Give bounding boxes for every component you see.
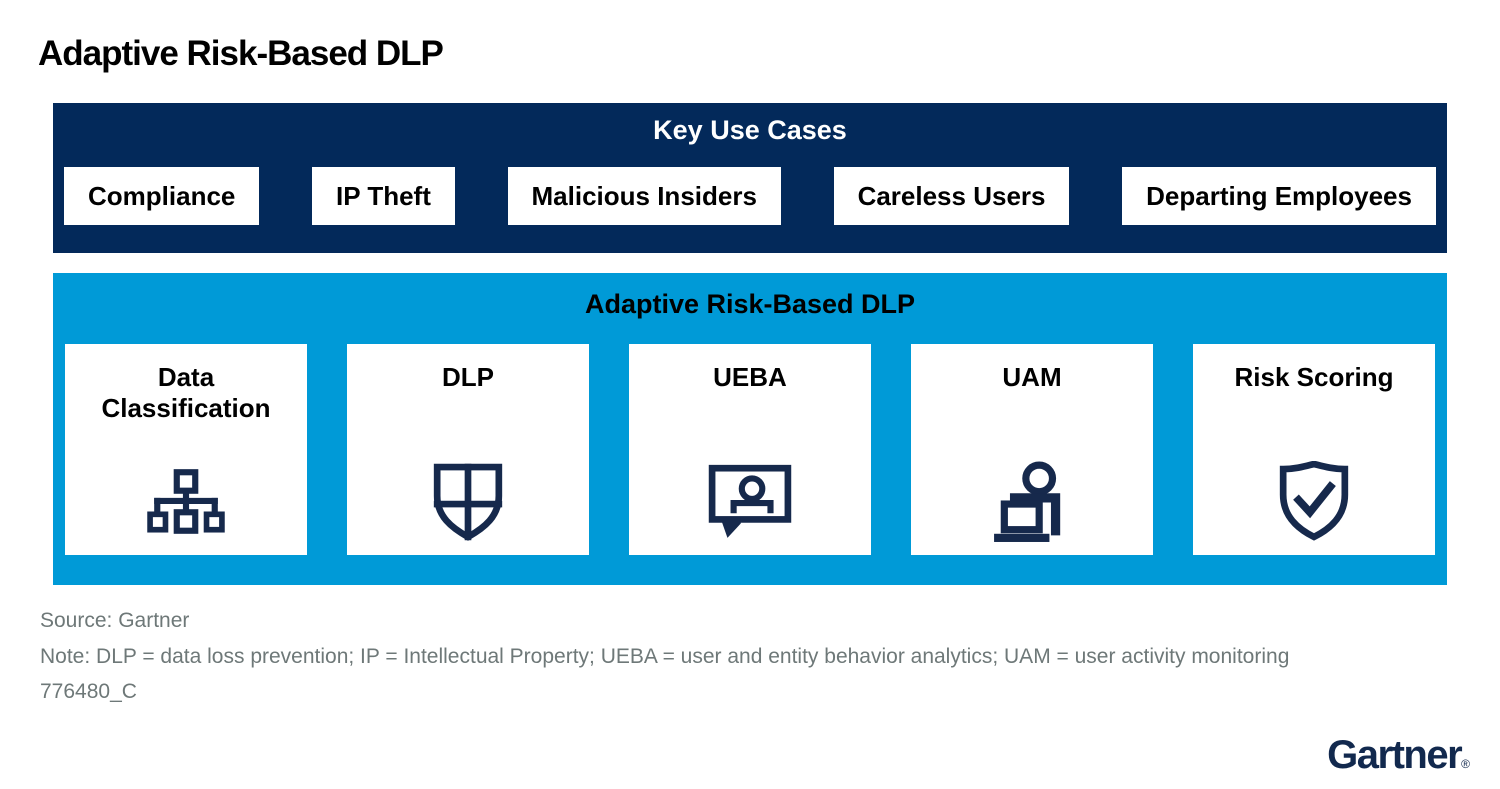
shield-cross-icon <box>431 458 505 546</box>
use-case-careless-users: Careless Users <box>833 167 1070 225</box>
card-title: UAM <box>1002 362 1062 392</box>
card-title: UEBA <box>713 362 787 392</box>
doc-id: 776480_C <box>40 680 137 703</box>
adaptive-dlp-band: Adaptive Risk-Based DLP Data Classificat… <box>53 273 1447 585</box>
person-speech-bubble-icon <box>708 458 792 546</box>
use-case-ip-theft: IP Theft <box>312 167 455 225</box>
card-title: Risk Scoring <box>1234 362 1394 392</box>
key-use-cases-band: Key Use Cases Compliance IP Theft Malici… <box>53 103 1447 253</box>
card-dlp: DLP <box>347 344 589 555</box>
adaptive-dlp-header: Adaptive Risk-Based DLP <box>584 289 916 319</box>
page-title: Adaptive Risk-Based DLP <box>38 34 444 73</box>
key-use-cases-header: Key Use Cases <box>653 115 847 145</box>
registered-mark: ® <box>1461 757 1470 771</box>
card-data-classification: Data Classification <box>65 344 307 555</box>
card-uam: UAM <box>911 344 1153 555</box>
person-computer-icon <box>992 458 1072 546</box>
gartner-logo: Gartner® <box>1327 733 1470 786</box>
card-title: Data Classification <box>101 362 271 423</box>
use-case-malicious-insiders: Malicious Insiders <box>507 167 781 225</box>
card-risk-scoring: Risk Scoring <box>1193 344 1435 555</box>
card-ueba: UEBA <box>629 344 871 555</box>
footer: Source: Gartner Note: DLP = data loss pr… <box>40 603 1289 710</box>
use-case-row: Compliance IP Theft Malicious Insiders C… <box>64 167 1436 225</box>
note-line: Note: DLP = data loss prevention; IP = I… <box>40 644 1290 668</box>
use-case-departing-employees: Departing Employees <box>1122 167 1436 225</box>
use-case-compliance: Compliance <box>64 167 260 225</box>
sitemap-icon <box>147 458 225 546</box>
source-line: Source: Gartner <box>40 609 190 632</box>
card-title: DLP <box>442 362 494 392</box>
shield-check-icon <box>1277 458 1351 546</box>
capability-card-row: Data Classification DLP <box>65 344 1435 555</box>
gartner-logo-text: Gartner <box>1327 733 1463 777</box>
